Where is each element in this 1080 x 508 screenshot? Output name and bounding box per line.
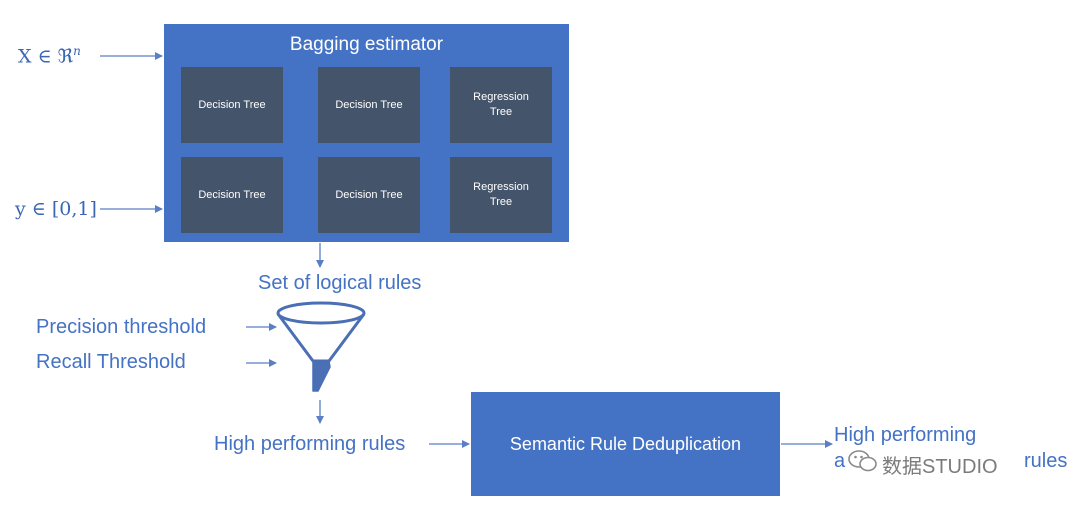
tree-box: Regression Tree	[450, 157, 552, 233]
semantic-dedup-label: Semantic Rule Deduplication	[509, 433, 742, 454]
tree-label: Decision Tree	[335, 188, 403, 201]
tree-box: Decision Tree	[181, 67, 283, 143]
funnel-icon	[276, 301, 366, 392]
tree-box: Decision Tree	[181, 157, 283, 233]
output-label-line1: High performing	[834, 424, 977, 446]
tree-box: Decision Tree	[318, 157, 420, 233]
precision-threshold-label: Precision threshold	[36, 316, 207, 338]
bagging-title: Bagging estimator	[289, 34, 444, 55]
tree-label: Decision Tree	[335, 98, 403, 111]
y-input-label: y ∈ [0,1]	[15, 198, 97, 220]
tree-box: Decision Tree	[318, 67, 420, 143]
tree-label: Decision Tree	[198, 188, 266, 201]
output-label-line2-end: rules	[1024, 450, 1068, 472]
logical-rules-label: Set of logical rules	[258, 272, 422, 294]
tree-label: Regression Tree	[473, 91, 529, 118]
high-performing-rules-label: High performing rules	[214, 433, 406, 455]
watermark-text: 数据STUDIO	[882, 456, 998, 478]
wechat-logo-icon	[848, 448, 878, 474]
recall-threshold-label: Recall Threshold	[36, 351, 186, 373]
bagging-estimator-box: Bagging estimator Decision Tree Decision…	[164, 24, 569, 242]
output-label-line2-start: a	[834, 450, 846, 472]
tree-box: Regression Tree	[450, 67, 552, 143]
semantic-dedup-box: Semantic Rule Deduplication	[471, 392, 780, 496]
tree-label: Regression Tree	[473, 181, 529, 208]
x-input-label: X ∈ ℜn	[18, 44, 81, 68]
tree-label: Decision Tree	[198, 98, 266, 111]
